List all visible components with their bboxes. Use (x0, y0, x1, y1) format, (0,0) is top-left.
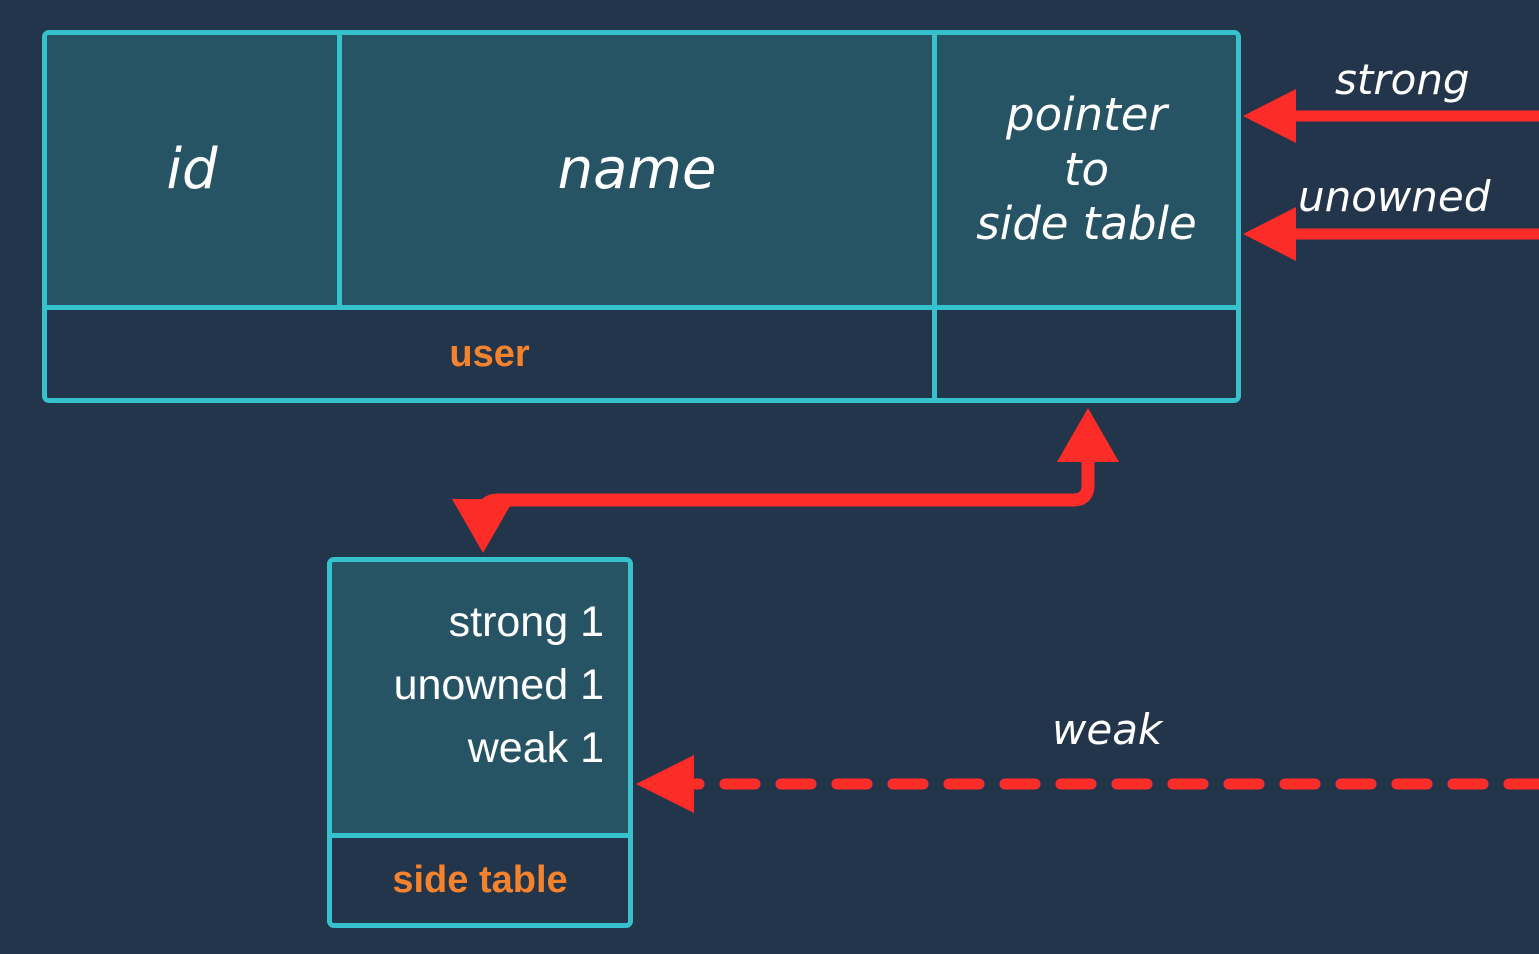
divider-name-pointer (932, 35, 937, 398)
field-cell-pointer: pointer to side table (937, 35, 1236, 305)
side-table-box: strong 1 unowned 1 weak 1 side table (327, 557, 633, 928)
field-cell-name: name (342, 35, 932, 305)
count-weak: weak 1 (467, 724, 604, 773)
arrow-weak (636, 755, 1539, 813)
type-name-row-pointer-slot (937, 310, 1236, 398)
side-table-type-row: side table (332, 838, 628, 923)
type-name-label: user (449, 332, 530, 375)
side-table-type-label: side table (392, 859, 568, 901)
count-unowned: unowned 1 (393, 661, 604, 710)
side-table-counts-cell: strong 1 unowned 1 weak 1 (332, 562, 628, 833)
field-cell-id: id (47, 35, 337, 305)
user-object-box: id name pointer to side table user (42, 30, 1241, 403)
divider-fields-footer (47, 305, 1236, 310)
field-label-id: id (166, 136, 218, 202)
edge-label-strong: strong (1335, 55, 1470, 104)
divider-side-table-footer (332, 833, 628, 838)
edge-label-unowned: unowned (1298, 172, 1491, 221)
edge-label-weak: weak (1052, 705, 1163, 754)
divider-id-name (337, 35, 342, 305)
field-label-name: name (557, 136, 717, 202)
field-label-pointer: pointer to side table (976, 87, 1197, 251)
count-strong: strong 1 (448, 598, 604, 646)
type-name-row: user (47, 310, 932, 398)
arrow-sidetable-link (452, 408, 1119, 553)
